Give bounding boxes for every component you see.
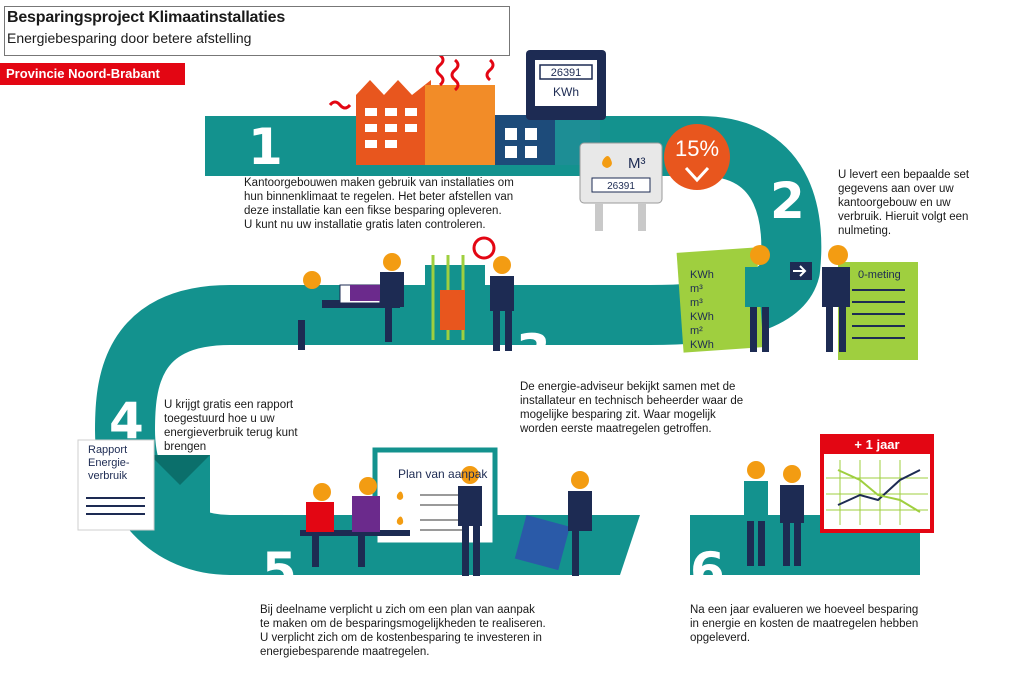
data-documents-illustration bbox=[676, 245, 918, 360]
calendar-illustration bbox=[744, 434, 934, 566]
svg-text:m³: m³ bbox=[690, 297, 703, 309]
step-number-5: 5 bbox=[262, 542, 297, 600]
step-number-3: 3 bbox=[516, 324, 551, 382]
svg-text:KWh: KWh bbox=[690, 339, 714, 351]
svg-text:Energie-: Energie- bbox=[88, 457, 130, 469]
step-5-description: Bij deelname verplicht u zich om een pla… bbox=[260, 604, 546, 658]
plan-board-title: Plan van aanpak bbox=[398, 467, 488, 481]
plan-meeting-illustration bbox=[300, 447, 592, 576]
step-number-2: 2 bbox=[770, 172, 805, 230]
step-1-description: Kantoorgebouwen maken gebruik van instal… bbox=[244, 177, 514, 231]
step-number-4: 4 bbox=[109, 392, 144, 450]
electric-meter-digits: 26391 bbox=[551, 67, 582, 79]
svg-text:m²: m² bbox=[690, 325, 703, 337]
report-title: Rapport Energie- verbruik bbox=[88, 444, 130, 482]
page-subtitle: Energiebesparing door betere afstelling bbox=[7, 30, 252, 46]
gas-meter-digits: 26391 bbox=[607, 181, 635, 192]
document-units: KWh m³ m³ KWh m² KWh bbox=[690, 269, 714, 351]
report-illustration bbox=[77, 439, 210, 531]
page-title: Besparingsproject Klimaatinstallaties bbox=[7, 9, 286, 26]
savings-badge bbox=[664, 124, 730, 190]
electric-meter-unit: KWh bbox=[553, 85, 579, 99]
baseline-sheet-label: 0-meting bbox=[858, 269, 901, 281]
savings-badge-label: 15% bbox=[675, 136, 719, 161]
calendar-label: + 1 jaar bbox=[854, 437, 899, 452]
svg-text:verbruik: verbruik bbox=[88, 470, 128, 482]
svg-text:Rapport: Rapport bbox=[88, 444, 127, 456]
gas-meter-unit: M³ bbox=[628, 155, 646, 172]
title-box bbox=[4, 6, 510, 56]
installation-workers-illustration bbox=[298, 236, 514, 351]
svg-text:m³: m³ bbox=[690, 283, 703, 295]
gas-meter-icon bbox=[579, 142, 663, 231]
svg-text:KWh: KWh bbox=[690, 311, 714, 323]
step-6-description: Na een jaar evalueren we hoeveel bespari… bbox=[690, 604, 919, 644]
svg-text:KWh: KWh bbox=[690, 269, 714, 281]
road-gap bbox=[620, 515, 690, 575]
electric-meter-icon bbox=[526, 50, 606, 120]
step-number-6: 6 bbox=[690, 542, 725, 600]
step-number-1: 1 bbox=[248, 118, 283, 176]
step-3-description: De energie-adviseur bekijkt samen met de… bbox=[520, 381, 744, 435]
province-badge: Provincie Noord-Brabant bbox=[0, 63, 185, 85]
